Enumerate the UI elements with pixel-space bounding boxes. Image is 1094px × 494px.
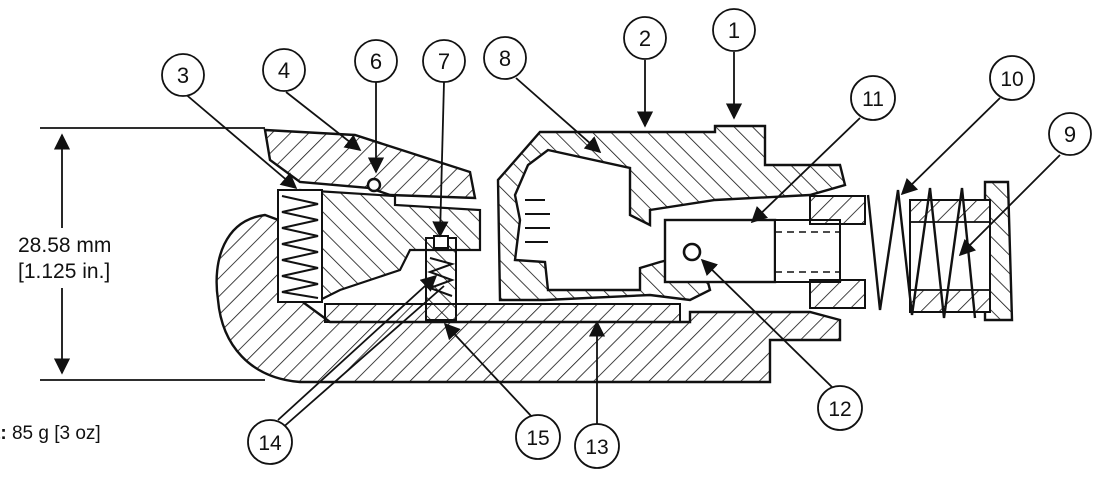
svg-text:11: 11 [862,88,884,111]
slide-plate [324,303,681,323]
svg-text:7: 7 [438,49,450,74]
dimension-imperial: [1.125 in.] [18,260,111,283]
nut-9 [909,180,1014,322]
svg-text:2: 2 [639,26,651,51]
spring-3 [277,189,323,303]
cap-inner-detail [525,199,550,243]
callout-2: 2 [623,16,667,60]
weight-note: t: 85 g [3 oz] [0,423,101,445]
cap-part-2 [496,124,847,302]
svg-text:9: 9 [1064,122,1076,147]
callout-7: 7 [422,39,466,83]
callout-10: 10 [989,55,1035,101]
shaft-11 [663,195,866,309]
dimension-metric: 28.58 mm [18,234,112,257]
callout-14: 14 [247,419,293,465]
callout-9: 9 [1048,112,1092,156]
callout-8: 8 [483,36,527,80]
pin-12 [682,242,702,262]
svg-text:8: 8 [499,46,511,71]
callout-4: 4 [262,48,306,92]
housing-body [215,213,842,384]
callout-6: 6 [354,39,398,83]
svg-text:12: 12 [828,398,851,421]
spring-10 [866,187,977,319]
svg-text:15: 15 [526,427,549,450]
callout-13: 13 [574,423,620,469]
weight-value: 85 g [3 oz] [11,423,101,444]
svg-text:1: 1 [728,18,740,43]
callout-15: 15 [515,414,561,460]
svg-text:13: 13 [585,436,608,459]
svg-text:3: 3 [177,63,189,88]
callout-1: 1 [712,8,756,52]
callout-3: 3 [161,53,205,97]
pin-6 [366,177,382,193]
svg-text:6: 6 [370,49,382,74]
dimension-lines [40,127,265,381]
leader-lines [182,52,1061,431]
weight-label: t: [0,423,7,444]
callout-11: 11 [850,75,896,121]
svg-text:10: 10 [1000,68,1023,91]
svg-text:14: 14 [258,432,282,455]
dimension-label: 28.58 mm [1.125 in.] [18,233,112,285]
callout-12: 12 [817,385,863,431]
svg-text:4: 4 [278,58,290,83]
